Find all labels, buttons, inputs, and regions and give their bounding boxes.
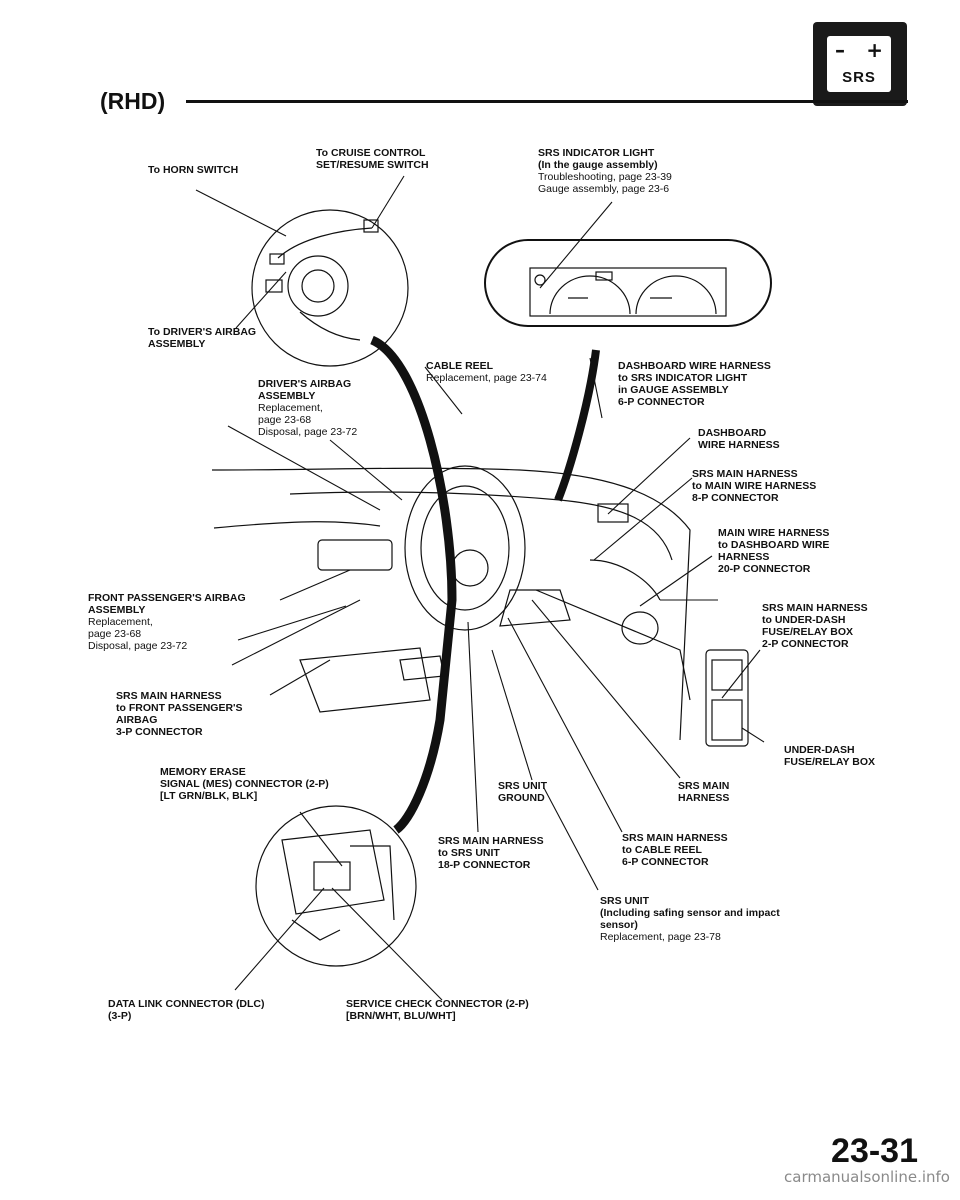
leader-lines: [195, 175, 765, 1001]
label-driver-airbag-to: To DRIVER'S AIRBAG ASSEMBLY: [148, 326, 257, 350]
label-cruise-switch: To CRUISE CONTROL SET/RESUME SWITCH: [316, 147, 429, 171]
label-srs-main-to-fuse: SRS MAIN HARNESS to UNDER-DASH FUSE/RELA…: [762, 602, 868, 650]
label-srs-indicator: SRS INDICATOR LIGHT (In the gauge assemb…: [538, 147, 672, 195]
srs-tab-plate: – + SRS: [827, 36, 891, 92]
title-rule: [186, 100, 908, 103]
gauge-detail-circle: [484, 239, 772, 327]
srs-section-tab: – + SRS: [813, 22, 907, 106]
label-passenger-airbag: FRONT PASSENGER'S AIRBAG ASSEMBLY Replac…: [88, 592, 246, 652]
minus-icon: –: [835, 38, 845, 62]
label-srs-unit-ground: SRS UNIT GROUND: [498, 780, 548, 804]
label-srs-main-to-reel: SRS MAIN HARNESS to CABLE REEL 6-P CONNE…: [622, 832, 728, 868]
dashboard-outline: [211, 465, 691, 741]
label-driver-airbag: DRIVER'S AIRBAG ASSEMBLY Replacement, pa…: [258, 378, 358, 438]
srs-wire-band: [369, 335, 457, 834]
label-dash-harness: DASHBOARD WIRE HARNESS: [698, 427, 780, 451]
plus-icon: +: [866, 38, 883, 62]
cable-reel-detail-circle: [251, 209, 409, 367]
label-srs-main-to-passenger: SRS MAIN HARNESS to FRONT PASSENGER'S AI…: [116, 690, 243, 738]
label-dash-to-indicator: DASHBOARD WIRE HARNESS to SRS INDICATOR …: [618, 360, 771, 408]
fuse-relay-box: [705, 649, 749, 747]
label-srs-main-harness: SRS MAIN HARNESS: [678, 780, 730, 804]
label-fuse-box: UNDER-DASH FUSE/RELAY BOX: [784, 744, 876, 768]
page-number: 23-31: [831, 1132, 918, 1170]
srs-tab-label: SRS: [842, 69, 876, 86]
label-cable-reel: CABLE REEL Replacement, page 23-74: [426, 360, 547, 384]
dlc-detail-circle: [255, 805, 417, 967]
label-dlc: DATA LINK CONNECTOR (DLC) (3-P): [108, 998, 265, 1022]
label-horn-switch: To HORN SWITCH: [148, 164, 239, 176]
label-main-to-dash: MAIN WIRE HARNESS to DASHBOARD WIRE HARN…: [718, 527, 830, 575]
watermark: carmanualsonline.info: [784, 1168, 950, 1186]
label-mes-connector: MEMORY ERASE SIGNAL (MES) CONNECTOR (2-P…: [160, 766, 329, 802]
dash-wire-band: [554, 349, 600, 502]
page-title: (RHD): [100, 88, 166, 114]
label-srs-unit: SRS UNIT (Including safing sensor and im…: [600, 895, 780, 943]
label-srs-main-to-unit: SRS MAIN HARNESS to SRS UNIT 18-P CONNEC…: [438, 835, 544, 871]
label-service-check-connector: SERVICE CHECK CONNECTOR (2-P) [BRN/WHT, …: [346, 998, 529, 1022]
label-srs-main-to-main: SRS MAIN HARNESS to MAIN WIRE HARNESS 8-…: [692, 468, 817, 504]
